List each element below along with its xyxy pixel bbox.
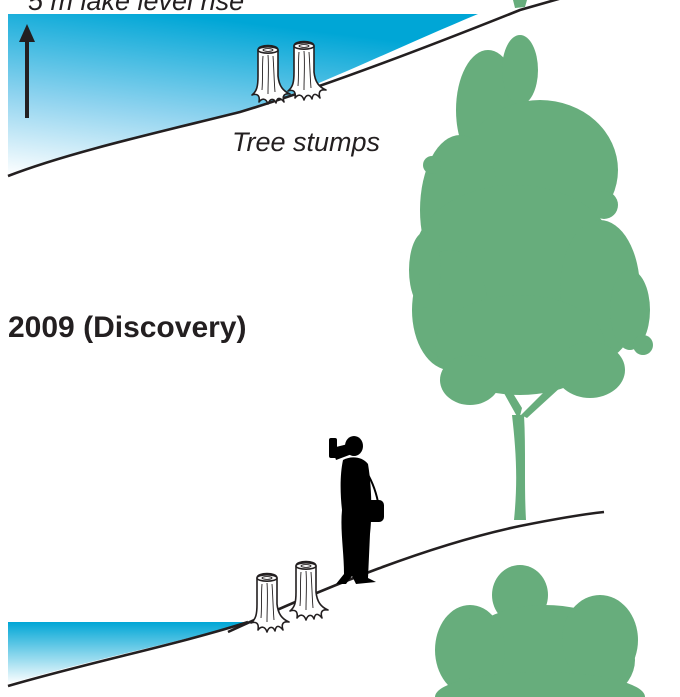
tree-icon [435,565,645,697]
tree-stumps-label: Tree stumps [232,127,380,158]
photographer-icon [329,436,384,584]
tree-icon [409,35,653,520]
tree-trunk-top [513,0,527,8]
year-label: 2009 (Discovery) [8,311,246,345]
tree-stump-icon [251,574,289,633]
lake-rise-label: 5 m lake level rise [28,0,244,17]
